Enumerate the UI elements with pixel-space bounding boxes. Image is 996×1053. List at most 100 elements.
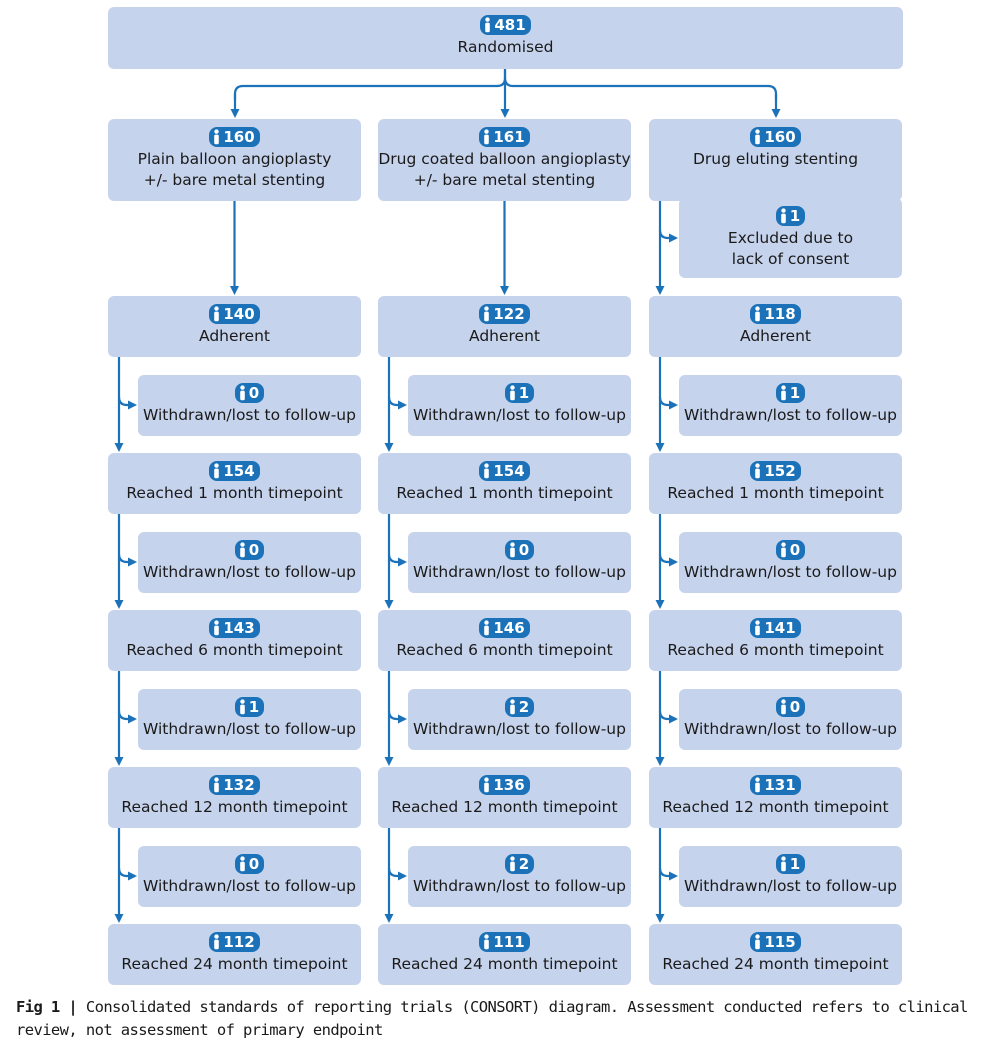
count-value: 122 <box>493 305 525 323</box>
count-badge: 1 <box>775 206 806 226</box>
count-badge: 160 <box>750 127 801 147</box>
person-icon <box>214 777 220 793</box>
box-label: Withdrawn/lost to follow-up <box>684 406 897 424</box>
count-badge: 0 <box>775 540 806 560</box>
person-icon <box>214 934 220 950</box>
arrow-to-withdrawn <box>387 710 407 724</box>
person-icon <box>509 542 515 558</box>
box-label: Withdrawn/lost to follow-up <box>143 406 356 424</box>
person-icon <box>755 620 761 636</box>
person-icon <box>484 934 490 950</box>
arrow-to-withdrawn <box>117 710 137 724</box>
count-value: 154 <box>493 462 525 480</box>
count-badge: 1 <box>775 383 806 403</box>
person-icon <box>755 306 761 322</box>
person-icon <box>780 856 786 872</box>
person-icon <box>214 620 220 636</box>
count-value: 2 <box>518 855 530 873</box>
box-label: Reached 1 month timepoint <box>126 484 343 502</box>
count-value: 0 <box>789 698 801 716</box>
person-icon <box>484 620 490 636</box>
count-badge: 152 <box>750 461 801 481</box>
count-value: 152 <box>764 462 796 480</box>
box-label: Withdrawn/lost to follow-up <box>143 720 356 738</box>
count-value: 0 <box>248 855 260 873</box>
count-value: 1 <box>789 207 801 225</box>
count-value: 0 <box>248 541 260 559</box>
person-icon <box>239 699 245 715</box>
box-label: Reached 6 month timepoint <box>126 641 343 659</box>
box-label: Excluded due to lack of consent <box>727 229 854 268</box>
arrow-to-withdrawn <box>117 396 137 410</box>
person-icon <box>755 463 761 479</box>
count-badge: 2 <box>504 697 535 717</box>
count-value: 132 <box>223 776 255 794</box>
person-icon <box>755 129 761 145</box>
count-badge: 115 <box>750 932 801 952</box>
person-icon <box>484 463 490 479</box>
count-value: 112 <box>223 933 255 951</box>
count-badge: 160 <box>209 127 260 147</box>
person-icon <box>484 777 490 793</box>
count-badge: 154 <box>209 461 260 481</box>
count-badge: 0 <box>234 383 265 403</box>
count-badge: 143 <box>209 618 260 638</box>
person-icon <box>214 306 220 322</box>
box-label: Drug coated balloon angioplasty +/- bare… <box>378 150 631 189</box>
box-label: Adherent <box>469 327 540 345</box>
person-icon <box>509 856 515 872</box>
box-label: Reached 24 month timepoint <box>662 955 889 973</box>
person-icon <box>780 208 786 224</box>
person-icon <box>214 463 220 479</box>
person-icon <box>755 777 761 793</box>
arrow-to-withdrawn <box>387 396 407 410</box>
count-badge: 1 <box>504 383 535 403</box>
caption-text: Consolidated standards of reporting tria… <box>16 998 968 1039</box>
box-label: Reached 24 month timepoint <box>121 955 348 973</box>
person-icon <box>509 699 515 715</box>
arrow-to-withdrawn <box>387 867 407 881</box>
count-badge: 118 <box>750 304 801 324</box>
count-value: 481 <box>494 16 526 34</box>
count-value: 160 <box>764 128 796 146</box>
count-badge: 140 <box>209 304 260 324</box>
count-badge: 154 <box>479 461 530 481</box>
count-badge: 0 <box>234 854 265 874</box>
arrow-to-withdrawn <box>658 553 678 567</box>
box-label: Reached 12 month timepoint <box>121 798 348 816</box>
count-badge: 111 <box>479 932 530 952</box>
figure-number: Fig 1 | <box>16 998 86 1016</box>
box-label: Drug eluting stenting <box>692 150 859 168</box>
person-icon <box>780 542 786 558</box>
box-label: Reached 1 month timepoint <box>667 484 884 502</box>
count-value: 154 <box>223 462 255 480</box>
count-badge: 0 <box>775 697 806 717</box>
count-value: 115 <box>764 933 796 951</box>
box-label: Withdrawn/lost to follow-up <box>684 877 897 895</box>
box-label: Withdrawn/lost to follow-up <box>413 406 626 424</box>
arrow-to-withdrawn <box>658 396 678 410</box>
person-icon <box>485 17 491 33</box>
count-badge: 0 <box>234 540 265 560</box>
count-value: 136 <box>493 776 525 794</box>
arrow-to-excluded <box>658 229 678 243</box>
